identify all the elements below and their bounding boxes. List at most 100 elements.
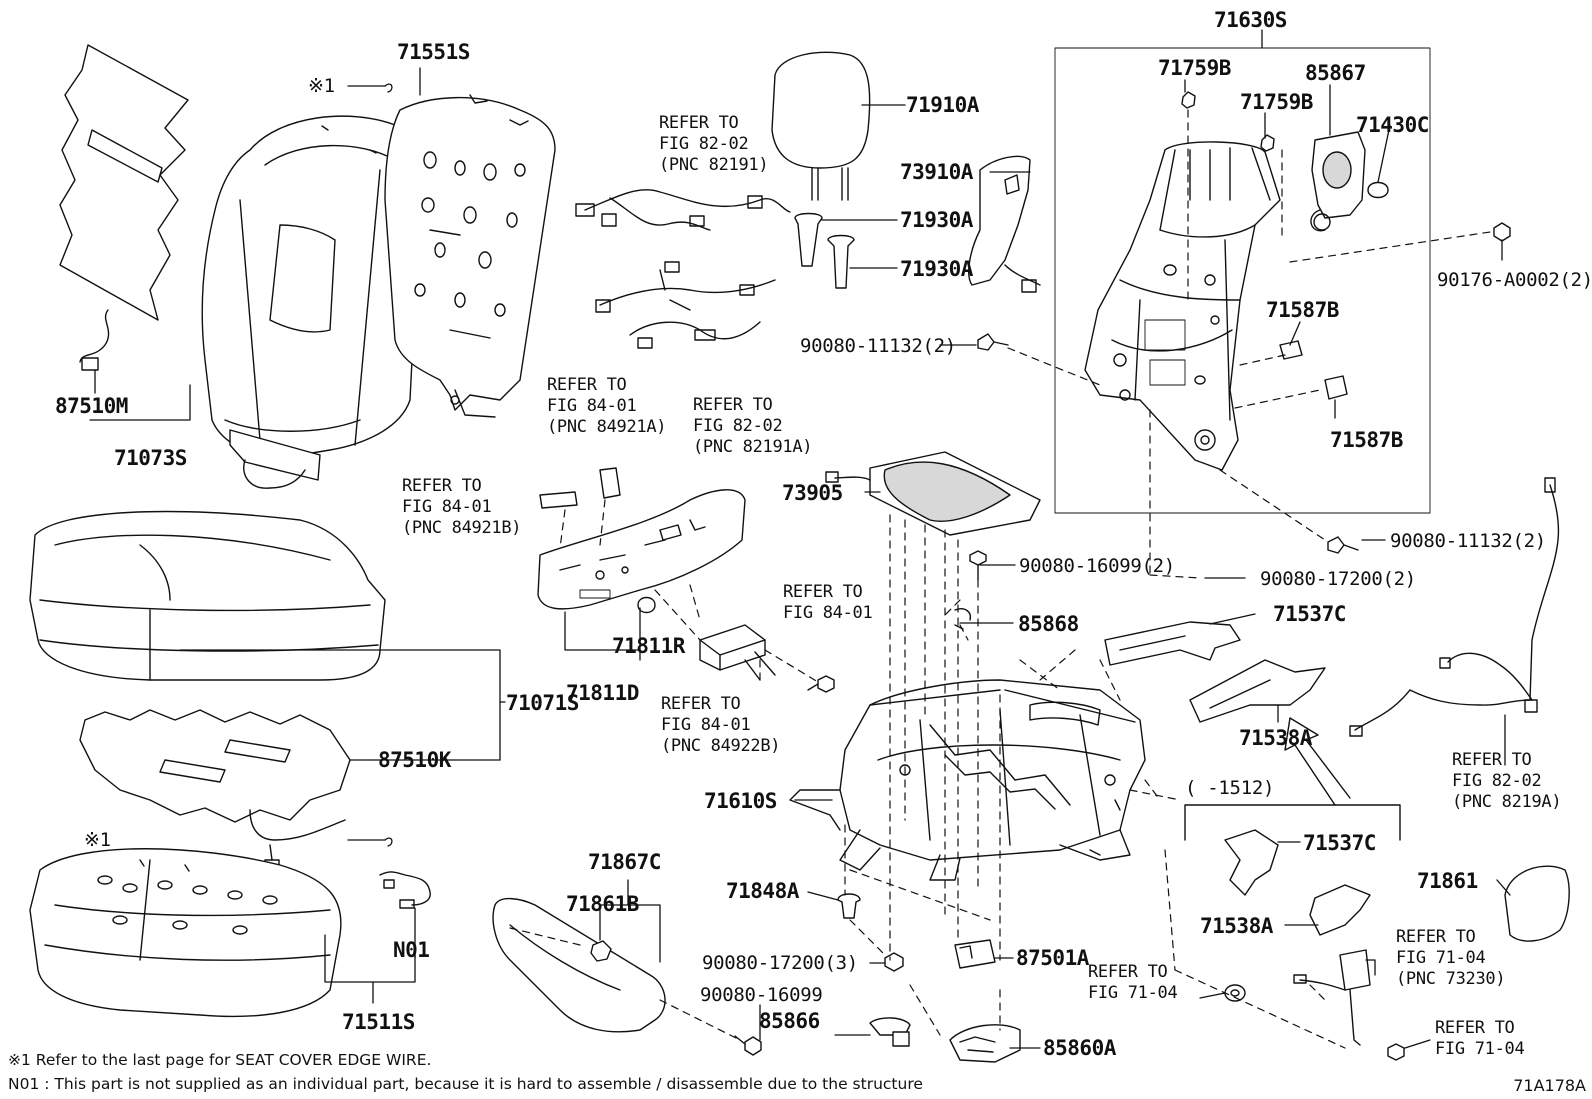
front-skirt-cover [492,897,666,1033]
cushion-heater-mat [79,709,351,871]
headrest-guides [794,212,855,289]
refer-line: REFER TO [402,476,482,496]
refer-line: REFER TO [1435,1018,1515,1038]
label-71811D: 71811D [566,681,639,705]
refer-fig-84-01-pnc-84922b[interactable]: REFER TO FIG 84-01 (PNC 84922B) [661,694,781,757]
small-bolt-16099 [969,550,987,581]
seat-cushion-frame [789,679,1146,881]
seatback-cover [201,115,423,489]
seat-cushion-pad [29,510,386,681]
seatback-wire-harness [575,189,791,349]
refer-fig-82-02-pnc-82191a[interactable]: REFER TO FIG 82-02 (PNC 82191A) [693,395,813,458]
label-85860A: 85860A [1043,1036,1116,1060]
label-71848A: 71848A [726,879,799,903]
footnote-n01: N01 : This part is not supplied as an in… [8,1075,923,1093]
refer-fig-71-04-b[interactable]: REFER TO FIG 71-04 [1435,1018,1525,1060]
label-71587B-1: 71587B [1266,298,1339,322]
label-71930A-2: 71930A [900,257,973,281]
label-73905: 73905 [782,481,843,505]
headrest [771,51,871,201]
label-71867C: 71867C [588,850,661,874]
refer-fig-82-02-pnc-8219a[interactable]: REFER TO FIG 82-02 (PNC 8219A) [1452,750,1562,813]
refer-fig-71-04-pnc-73230[interactable]: REFER TO FIG 71-04 (PNC 73230) [1396,927,1506,990]
refer-line: (PNC 82191) [659,155,769,175]
label-mark1-bottom: ※1 [84,829,111,851]
leader-lines [89,67,1511,1049]
lower-center-fasteners [734,893,1021,1063]
label-71538A-2: 71538A [1200,914,1273,938]
seatback-frame-assembly [1054,29,1431,514]
label-71551S: 71551S [397,40,470,64]
refer-line: (PNC 84921A) [547,417,667,437]
refer-line: (PNC 73230) [1396,969,1506,989]
label-90080-17200-3: 90080-17200(3) [702,952,858,974]
seat-belt-buckle [1224,949,1405,1061]
seatback-pad [384,94,556,418]
refer-fig-84-01-pnc-84921a[interactable]: REFER TO FIG 84-01 (PNC 84921A) [547,375,667,438]
refer-line: (PNC 84921B) [402,518,522,538]
label-87510M: 87510M [55,394,128,418]
label-71759B-1: 71759B [1158,56,1231,80]
figure-code: 71A178A [1513,1076,1586,1095]
refer-line: FIG 82-02 [659,134,749,154]
seatback-heater-mat [59,44,189,371]
label-85867: 85867 [1305,61,1366,85]
refer-line: REFER TO [1088,962,1168,982]
label-90080-16099: 90080-16099 [700,984,823,1006]
label-90080-11132-1: 90080-11132(2) [800,335,956,357]
refer-line: REFER TO [693,395,773,415]
label-71587B-2: 71587B [1330,428,1403,452]
refer-line: REFER TO [661,694,741,714]
label-90080-17200-2: 90080-17200(2) [1260,568,1416,590]
label-range-1512: ( -1512) [1185,777,1275,799]
power-seat-switch [699,624,835,693]
label-71073S: 71073S [114,446,187,470]
refer-line: (PNC 82191A) [693,437,813,457]
side-airbag [968,155,1041,293]
footnote-seat-cover-edge-wire: ※1 Refer to the last page for SEAT COVER… [8,1051,432,1069]
label-71630S: 71630S [1214,8,1287,32]
refer-fig-84-01[interactable]: REFER TO FIG 84-01 [783,582,873,624]
refer-fig-82-02-pnc-82191[interactable]: REFER TO FIG 82-02 (PNC 82191) [659,113,769,176]
refer-line: FIG 84-01 [783,603,873,623]
refer-line: FIG 84-01 [547,396,637,416]
label-71537C-2: 71537C [1303,831,1376,855]
refer-line: FIG 71-04 [1435,1039,1525,1059]
label-71759B-2: 71759B [1240,90,1313,114]
refer-fig-71-04-a[interactable]: REFER TO FIG 71-04 [1088,962,1178,1004]
label-71861: 71861 [1417,869,1478,893]
label-mark1-top: ※1 [308,75,335,97]
label-73910A: 73910A [900,160,973,184]
refer-line: FIG 82-02 [693,416,783,436]
label-71610S: 71610S [704,789,777,813]
refer-line: FIG 84-01 [661,715,751,735]
label-71930A-1: 71930A [900,208,973,232]
refer-line: (PNC 8219A) [1452,792,1562,812]
label-87501A: 87501A [1016,946,1089,970]
label-85866: 85866 [759,1009,820,1033]
track-covers [1104,621,1371,936]
seat-wire-harness-right [1349,477,1560,737]
label-90080-16099-2: 90080-16099(2) [1019,555,1175,577]
range-bracket-1512 [1184,804,1401,841]
refer-line: FIG 84-01 [402,497,492,517]
label-71538A-1: 71538A [1239,726,1312,750]
label-87510K: 87510K [378,748,451,772]
label-71430C: 71430C [1356,113,1429,137]
hinge-cover-71861 [1504,865,1570,942]
refer-line: REFER TO [547,375,627,395]
refer-line: FIG 71-04 [1088,983,1178,1003]
label-90080-11132-2: 90080-11132(2) [1390,530,1546,552]
bolts-upper-right [977,222,1511,554]
assembly-dashed-lines [509,109,1491,1049]
label-N01: N01 [393,938,430,962]
refer-line: (PNC 84922B) [661,736,781,756]
label-71071S: 71071S [506,691,579,715]
refer-line: REFER TO [1396,927,1476,947]
label-71537C-1: 71537C [1273,602,1346,626]
label-71910A: 71910A [906,93,979,117]
refer-fig-84-01-pnc-84921b[interactable]: REFER TO FIG 84-01 (PNC 84921B) [402,476,522,539]
seat-cushion-cover [29,848,342,1018]
